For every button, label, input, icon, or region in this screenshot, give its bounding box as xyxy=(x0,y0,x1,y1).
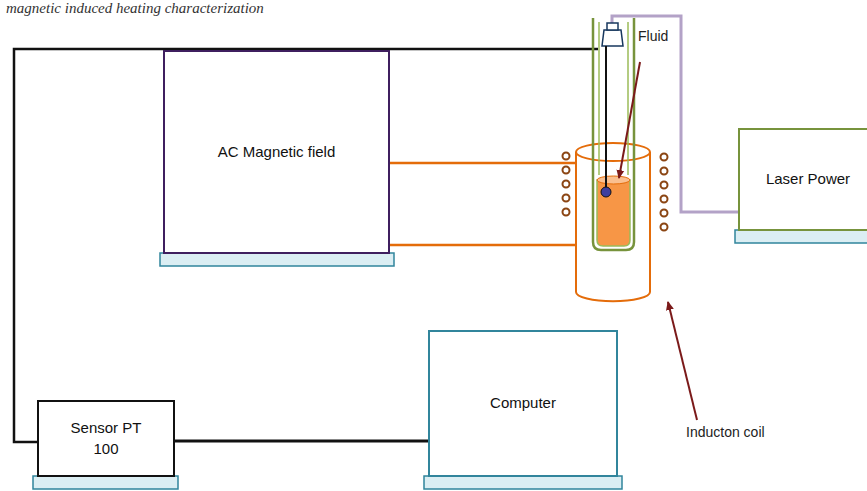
text-group: Sensor PT 100 xyxy=(61,418,151,459)
coil-former-top xyxy=(576,143,650,161)
coil-turn xyxy=(661,224,668,231)
computer-box: Computer xyxy=(428,330,618,477)
text-group: Laser Power xyxy=(766,169,850,189)
probe xyxy=(605,46,607,190)
coil-turn xyxy=(661,196,668,203)
coil-windings xyxy=(563,153,668,231)
fluid xyxy=(597,180,630,246)
field-wire xyxy=(390,162,576,165)
coil-turn xyxy=(661,210,668,217)
box-stand xyxy=(160,253,394,266)
box-stand xyxy=(735,230,867,243)
text-group: Computer xyxy=(490,393,556,413)
box-stand xyxy=(33,476,178,489)
field-wire xyxy=(390,244,576,247)
coil-turn xyxy=(563,167,570,174)
text-group: AC Magnetic field xyxy=(218,142,336,162)
leader-line xyxy=(619,62,640,178)
tube-wall xyxy=(627,22,629,175)
coil-turn xyxy=(661,182,668,189)
leader-line xyxy=(668,302,697,420)
box-stand xyxy=(424,476,622,489)
box-label: Sensor PT 100 xyxy=(61,418,151,459)
laser-box: Laser Power xyxy=(738,128,867,231)
fluid-surface xyxy=(597,176,630,184)
box-label: AC Magnetic field xyxy=(218,142,336,162)
sensor-box: Sensor PT 100 xyxy=(37,400,175,477)
coil-turn xyxy=(661,168,668,175)
coil-turn xyxy=(563,195,570,202)
source-box: AC Magnetic field xyxy=(163,50,390,254)
coil-former xyxy=(576,152,650,301)
box-label: Computer xyxy=(490,393,556,413)
tube-wall xyxy=(598,22,600,175)
tube-cap-top xyxy=(607,23,618,30)
part-label: Fluid xyxy=(636,28,670,44)
coil-turn xyxy=(563,153,570,160)
figure-title: magnetic induced heating characterizatio… xyxy=(6,0,264,17)
probe-tip xyxy=(601,187,611,197)
tube-cap xyxy=(602,30,623,46)
part-label: Inducton coil xyxy=(684,424,767,440)
box-label: Laser Power xyxy=(766,169,850,189)
laser-fibre xyxy=(612,16,738,212)
data-cable xyxy=(175,440,428,443)
coil-turn xyxy=(563,181,570,188)
coil-turn xyxy=(563,209,570,216)
coil-turn xyxy=(661,154,668,161)
